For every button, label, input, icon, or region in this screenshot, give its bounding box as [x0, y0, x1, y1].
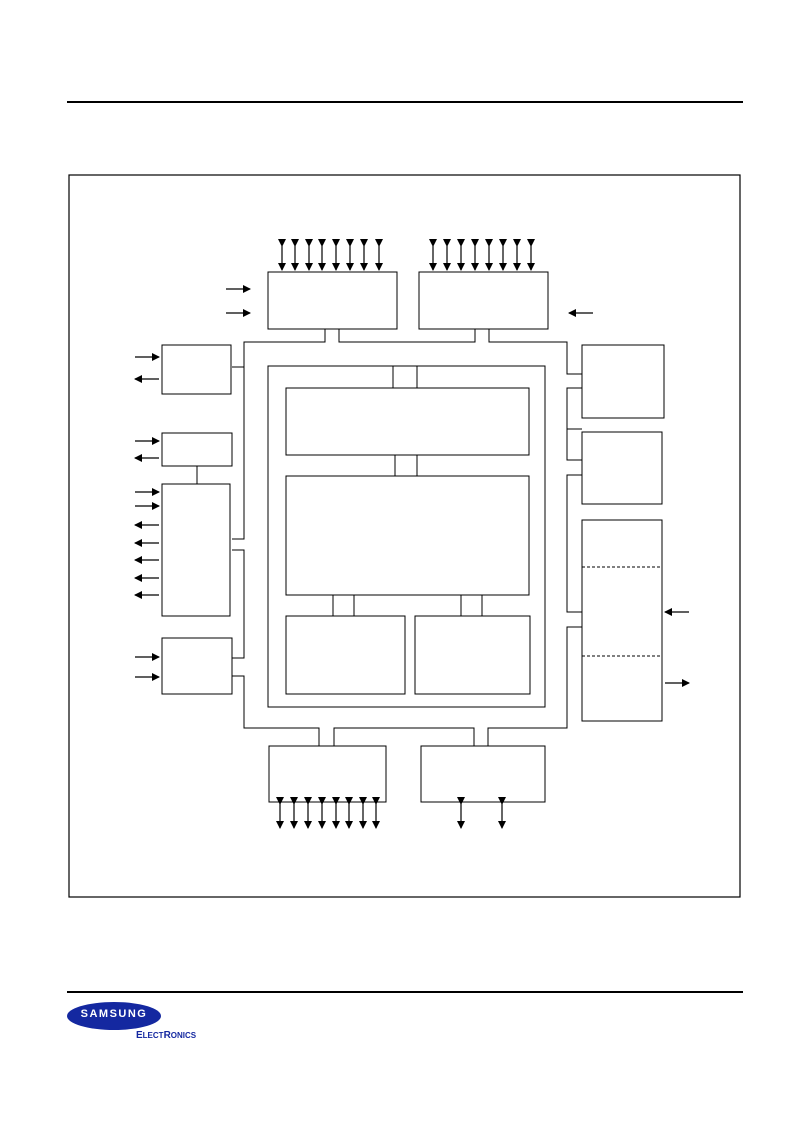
- top-left-io-arrows: [278, 239, 383, 271]
- core-block-bottom-left: [285, 615, 406, 695]
- left-block-3-arrows: [134, 488, 160, 599]
- wordmark-part-4: ONICS: [170, 1031, 197, 1040]
- left-block-1: [161, 344, 232, 395]
- bottom-right-io-arrows: [457, 797, 506, 829]
- left-block-1-arrows: [134, 353, 160, 383]
- wordmark-part-1: E: [136, 1030, 143, 1041]
- electronics-wordmark: ELECTRONICS: [136, 1030, 196, 1041]
- left-block-4: [161, 637, 233, 695]
- core-block-bottom-right: [414, 615, 531, 695]
- left-block-4-arrows: [135, 653, 160, 681]
- samsung-logo-text: SAMSUNG: [80, 1008, 148, 1020]
- top-left-port-block: [267, 271, 398, 330]
- samsung-logo-ellipse: [67, 1002, 161, 1030]
- left-block-2: [161, 432, 233, 467]
- core-block-top: [285, 387, 530, 456]
- core-outer-box: [267, 365, 546, 708]
- left-block-2-arrows: [134, 437, 160, 462]
- right-block-2: [581, 431, 663, 505]
- top-right-port-block: [418, 271, 549, 330]
- right-block-3: [581, 519, 663, 722]
- wordmark-part-3: R: [163, 1030, 171, 1041]
- top-left-input-arrows: [226, 285, 251, 317]
- right-block-1: [581, 344, 665, 419]
- figure-frame: [68, 174, 741, 898]
- right-block-3-arrows: [664, 608, 690, 687]
- left-block-3: [161, 483, 231, 617]
- bus-lines: [196, 329, 582, 746]
- wordmark-part-2: LECT: [142, 1031, 164, 1040]
- bottom-left-io-arrows: [276, 797, 380, 829]
- core-block-middle: [285, 475, 530, 596]
- bottom-right-port-block: [420, 745, 546, 803]
- top-right-io-arrows: [429, 239, 535, 271]
- bottom-left-port-block: [268, 745, 387, 803]
